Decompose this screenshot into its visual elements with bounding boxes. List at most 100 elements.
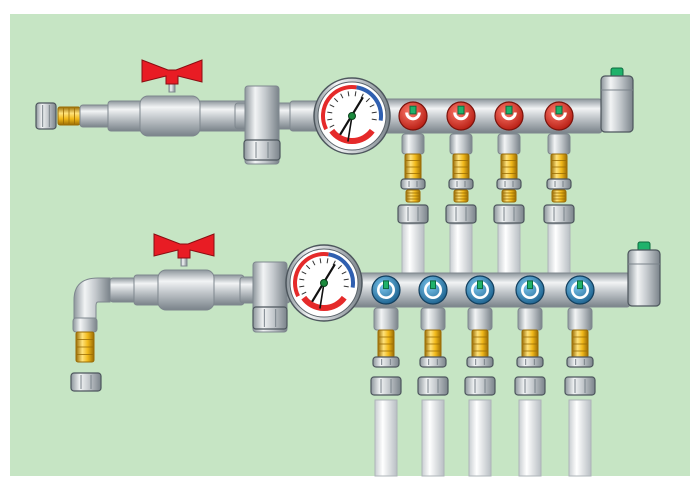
- return-pipe-4: [518, 399, 542, 477]
- supply-outlet-4-lower-collar: [546, 178, 572, 190]
- supply-outlet-3: [493, 101, 525, 224]
- return-outlet-1-lower-collar: [372, 356, 400, 368]
- return-elbow: [73, 277, 111, 319]
- return-pipe-1: [374, 399, 398, 477]
- supply-outlet-2-neck: [449, 133, 473, 155]
- return-thermo-manometer-tick-10: [341, 271, 347, 275]
- return-outlet-1-valve-knob: [383, 280, 389, 290]
- supply-outlet-2-valve-cap: [446, 101, 476, 131]
- return-union: [109, 277, 137, 303]
- return-end-nut: [70, 372, 102, 392]
- return-thermo-manometer-tick-8: [332, 260, 336, 266]
- supply-thermo-manometer-tick-0: [329, 124, 335, 128]
- supply-thermo-manometer-tick-3: [329, 104, 335, 108]
- supply-thermo-manometer-tick-12: [371, 118, 377, 121]
- supply-outlet-2-valve-mark: [453, 112, 469, 121]
- supply-tee-plug: [243, 139, 281, 161]
- supply-outlet-3-valve-mark: [501, 112, 517, 121]
- supply-outlet-2: [445, 101, 477, 224]
- return-outlet-2-compression-nut-body: [417, 376, 449, 396]
- return-brass-adapter: [75, 331, 95, 363]
- supply-outlet-3-compression-nut-body: [493, 204, 525, 224]
- supply-outlet-2-lower-collar-body: [448, 178, 474, 190]
- supply-outlet-1-valve-knob: [409, 105, 417, 115]
- supply-thermo-manometer-temp-band: [329, 128, 375, 144]
- supply-outlet-3-brass-adapter: [501, 189, 517, 203]
- return-outlet-5-brass-fitting: [571, 329, 589, 359]
- return-pipe-5: [568, 399, 592, 477]
- supply-end-nut: [35, 102, 57, 130]
- supply-thermo-manometer-needle-temp: [347, 115, 353, 142]
- supply-outlet-1-lower-collar: [400, 178, 426, 190]
- return-outlet-4-lower-collar: [516, 356, 544, 368]
- return-outlet-5-compression-nut-body: [564, 376, 596, 396]
- return-end-nut-body: [70, 372, 102, 392]
- return-outlet-3-valve-cap: [465, 275, 495, 305]
- supply-valve-handle: [141, 59, 203, 93]
- supply-outlet-3-valve-knob: [505, 105, 513, 115]
- return-outlet-1-brass-fitting: [377, 329, 395, 359]
- return-outlet-2-valve-knob: [430, 280, 436, 290]
- return-manifold: [70, 233, 661, 396]
- return-outlet-2-lower-collar-body: [419, 356, 447, 368]
- supply-outlet-4-neck: [547, 133, 571, 155]
- supply-thermo-manometer-tick-5: [340, 93, 344, 99]
- supply-outlet-2-brass-fitting: [452, 153, 470, 181]
- supply-outlet-1-neck: [401, 133, 425, 155]
- supply-outlet-4-lower-collar-body: [546, 178, 572, 190]
- supply-outlet-2-valve: [446, 101, 476, 131]
- return-thermo-manometer-tick-5: [312, 260, 316, 266]
- supply-outlet-4: [543, 101, 575, 224]
- return-outlet-1-neck: [373, 307, 399, 331]
- return-outlet-3-brass-fitting: [471, 329, 489, 359]
- supply-outlet-2-brass-adapter: [453, 189, 469, 203]
- supply-tee-plug-body: [243, 139, 281, 161]
- return-outlet-3-compression-nut: [464, 376, 496, 396]
- return-outlet-3-lower-collar-body: [466, 356, 494, 368]
- return-thermo-manometer-temp-band: [301, 295, 347, 311]
- return-tee-plug: [252, 306, 288, 330]
- return-outlet-3-lower-collar: [466, 356, 494, 368]
- supply-outlet-3-compression-nut: [493, 204, 525, 224]
- supply-thermo-manometer-tick-4: [333, 97, 339, 103]
- supply-valve-handle-wings: [141, 59, 203, 85]
- return-elbow-body: [73, 277, 111, 319]
- return-outlet-2-brass-fitting: [424, 329, 442, 359]
- supply-outlet-1-brass-adapter: [405, 189, 421, 203]
- return-thermo-manometer-tick-12: [343, 285, 349, 288]
- supply-outlet-1-valve-cap: [398, 101, 428, 131]
- return-outlet-4-valve-cap: [515, 275, 545, 305]
- supply-thermo-manometer-tick-6: [347, 91, 350, 97]
- return-thermo-manometer-red-arc: [293, 252, 329, 298]
- return-outlet-5-lower-collar: [566, 356, 594, 368]
- return-thermo-manometer-needle-temp: [319, 282, 325, 309]
- supply-outlet-1-compression-nut: [397, 204, 429, 224]
- return-air-vent: [627, 241, 661, 307]
- supply-thermo-manometer-blue-arc: [356, 85, 383, 121]
- return-thermo-manometer-tick-6: [319, 258, 322, 264]
- return-outlet-1-valve-cap: [371, 275, 401, 305]
- supply-outlet-3-valve-cap: [494, 101, 524, 131]
- return-thermo-manometer-tick-1: [299, 285, 305, 288]
- supply-outlet-4-valve: [544, 101, 574, 131]
- supply-outlet-3-lower-collar: [496, 178, 522, 190]
- return-thermo-manometer-tick-7: [326, 258, 329, 264]
- supply-outlet-1-brass-fitting: [404, 153, 422, 181]
- return-thermo-manometer-tick-4: [305, 264, 311, 270]
- return-outlet-5-compression-nut: [564, 376, 596, 396]
- return-outlet-3-valve: [465, 275, 495, 305]
- supply-outlet-1-lower-collar-body: [400, 178, 426, 190]
- return-outlet-1-valve: [371, 275, 401, 305]
- supply-brass-adapter: [57, 106, 81, 126]
- return-pipe-2: [421, 399, 445, 477]
- supply-outlet-4-compression-nut-body: [543, 204, 575, 224]
- return-outlet-5-neck: [567, 307, 593, 331]
- return-outlet-5-lower-collar-body: [566, 356, 594, 368]
- supply-thermo-manometer-hub: [348, 112, 356, 120]
- supply-outlet-2-valve-knob: [457, 105, 465, 115]
- supply-outlet-4-valve-mark: [551, 112, 567, 121]
- return-outlet-4-compression-nut-body: [514, 376, 546, 396]
- return-thermo-manometer-tick-3: [301, 271, 307, 275]
- return-outlet-2-compression-nut: [417, 376, 449, 396]
